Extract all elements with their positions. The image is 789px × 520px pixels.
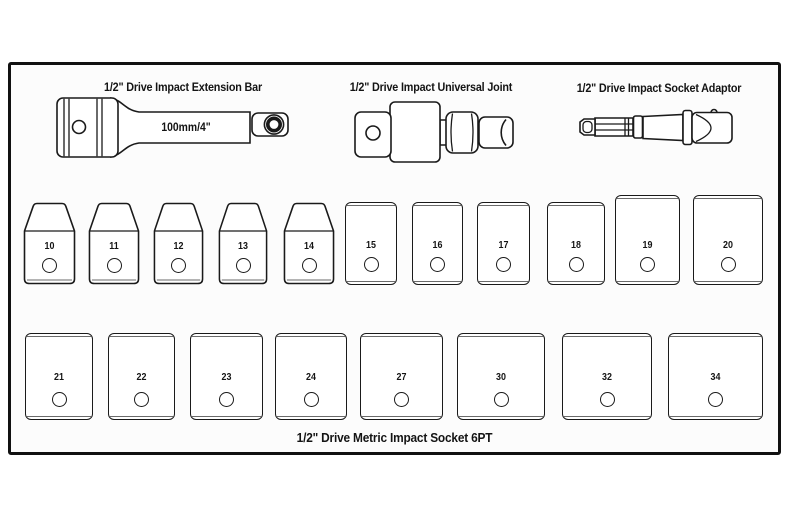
socket-hole xyxy=(568,257,584,272)
extension-bar-drawing xyxy=(51,90,296,165)
socket-hole xyxy=(599,391,615,407)
socket-size-label: 14 xyxy=(304,240,314,252)
socket-24mm: 24 xyxy=(275,333,347,420)
socket-34mm: 34 xyxy=(668,333,763,420)
socket-hole xyxy=(134,391,149,407)
socket-adaptor-label: 1/2" Drive Impact Socket Adaptor xyxy=(576,81,742,95)
socket-hole xyxy=(493,391,509,407)
tray-panel: 1/2" Drive Impact Extension Bar 1/2" Dri… xyxy=(8,62,781,455)
socket-13mm: 13 xyxy=(218,202,268,285)
socket-27mm: 27 xyxy=(360,333,443,420)
socket-size-label: 22 xyxy=(136,371,147,383)
universal-joint-label: 1/2" Drive Impact Universal Joint xyxy=(349,80,513,94)
socket-size-label: 10 xyxy=(44,240,55,252)
socket-hole xyxy=(171,258,186,273)
socket-hole xyxy=(106,258,122,273)
socket-20mm: 20 xyxy=(693,195,763,285)
socket-hole xyxy=(708,391,723,407)
socket-size-label: 34 xyxy=(710,371,721,383)
socket-size-label: 12 xyxy=(173,240,184,252)
socket-hole xyxy=(430,257,445,272)
socket-size-label: 11 xyxy=(109,240,119,252)
socket-30mm: 30 xyxy=(457,333,545,420)
socket-hole xyxy=(363,257,379,272)
socket-hole xyxy=(640,257,655,272)
universal-joint-drawing xyxy=(346,95,531,170)
socket-hole xyxy=(394,391,409,407)
socket-adaptor-drawing xyxy=(576,105,746,150)
socket-17mm: 17 xyxy=(477,202,530,285)
socket-size-label: 16 xyxy=(432,239,443,251)
socket-10mm: 10 xyxy=(23,202,76,285)
socket-size-label: 17 xyxy=(498,239,509,251)
socket-32mm: 32 xyxy=(562,333,652,420)
socket-hole xyxy=(496,257,511,272)
socket-hole xyxy=(303,391,319,407)
socket-11mm: 11 xyxy=(88,202,140,285)
socket-size-label: 30 xyxy=(496,371,506,383)
socket-hole xyxy=(301,258,317,273)
socket-18mm: 18 xyxy=(547,202,605,285)
socket-hole xyxy=(219,391,234,407)
socket-hole xyxy=(51,391,67,407)
set-caption: 1/2" Drive Metric Impact Socket 6PT xyxy=(296,431,493,445)
socket-size-label: 20 xyxy=(723,239,733,251)
socket-15mm: 15 xyxy=(345,202,397,285)
socket-size-label: 27 xyxy=(396,371,407,383)
socket-size-label: 19 xyxy=(642,239,653,251)
socket-23mm: 23 xyxy=(190,333,263,420)
socket-size-label: 15 xyxy=(366,239,376,251)
socket-size-label: 21 xyxy=(54,371,64,383)
socket-hole xyxy=(235,258,251,273)
socket-16mm: 16 xyxy=(412,202,463,285)
socket-hole xyxy=(720,257,736,272)
socket-size-label: 18 xyxy=(571,239,581,251)
socket-size-label: 24 xyxy=(306,371,316,383)
socket-14mm: 14 xyxy=(283,202,335,285)
socket-22mm: 22 xyxy=(108,333,175,420)
extension-bar-marking: 100mm/4" xyxy=(161,122,211,134)
socket-12mm: 12 xyxy=(153,202,204,285)
socket-size-label: 13 xyxy=(238,240,248,252)
socket-size-label: 32 xyxy=(602,371,612,383)
socket-19mm: 19 xyxy=(615,195,680,285)
socket-hole xyxy=(42,258,57,273)
socket-size-label: 23 xyxy=(221,371,232,383)
socket-21mm: 21 xyxy=(25,333,93,420)
extension-bar-label: 1/2" Drive Impact Extension Bar xyxy=(103,80,263,94)
